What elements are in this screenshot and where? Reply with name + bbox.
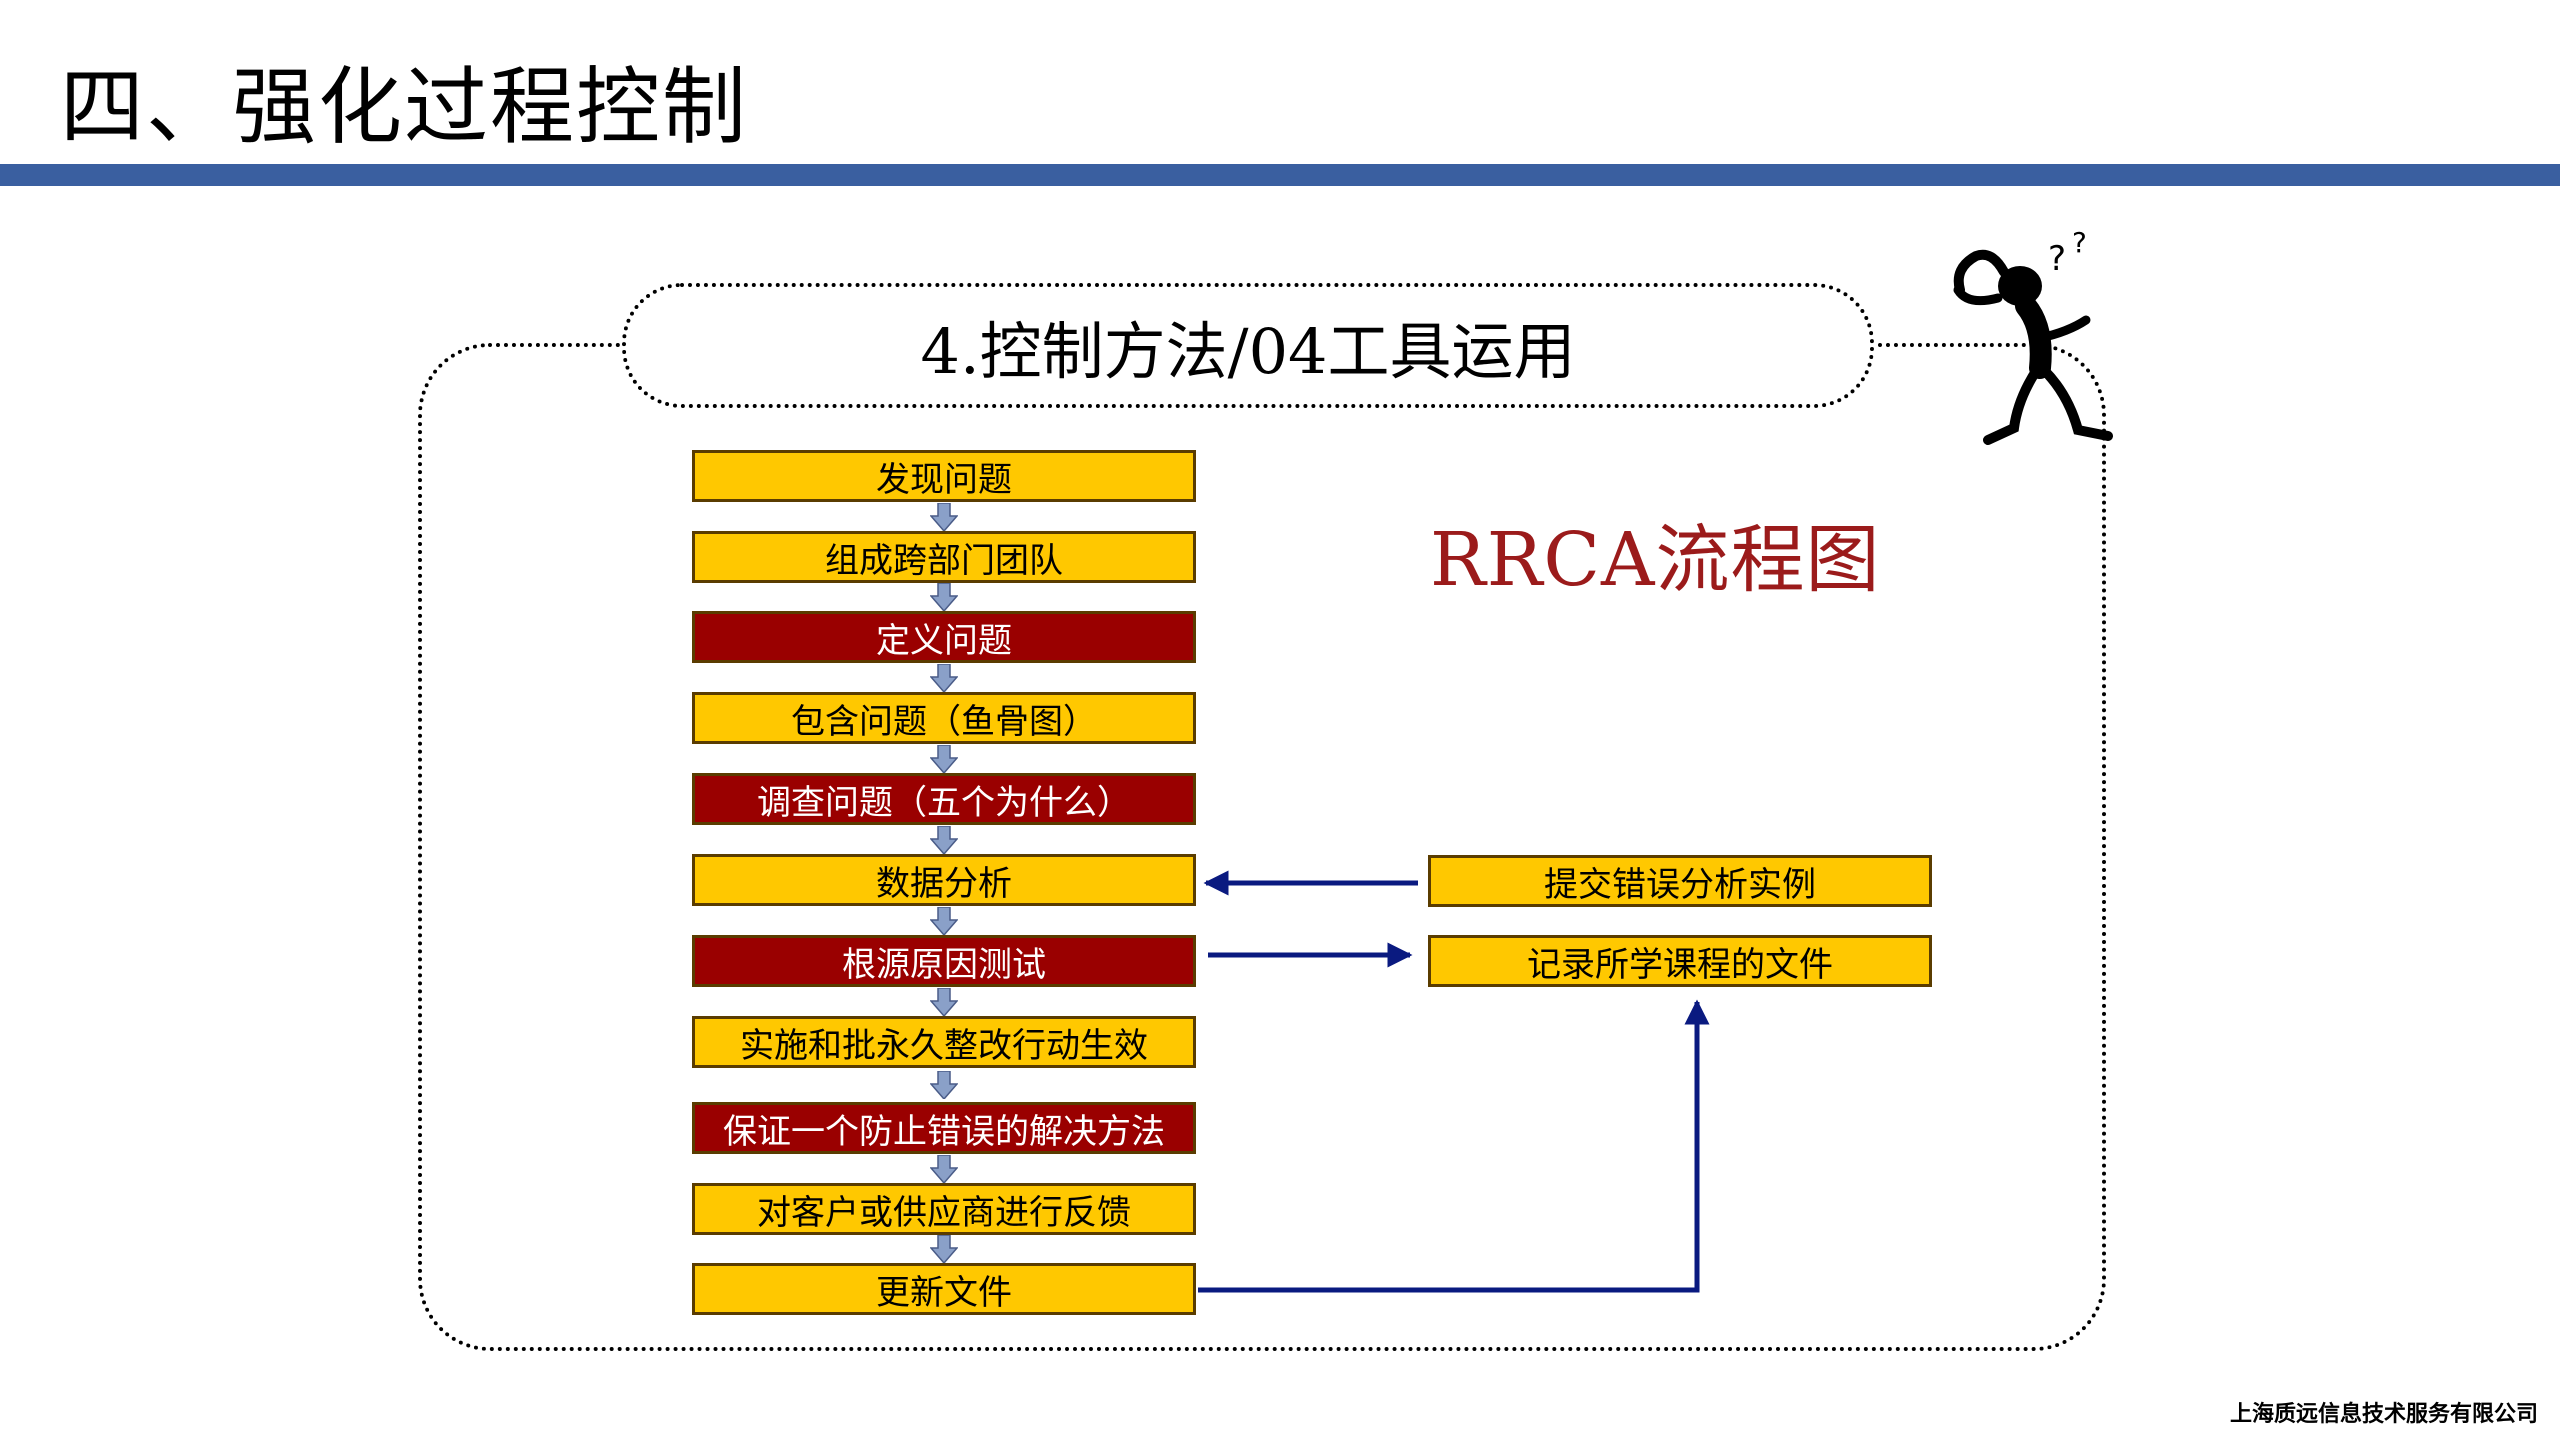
flow-step-8: 实施和批永久整改行动生效 [692, 1016, 1196, 1068]
down-arrow-icon [930, 502, 958, 531]
title-divider-bar [0, 164, 2560, 186]
flow-step-9: 保证一个防止错误的解决方法 [692, 1102, 1196, 1154]
section-title: 4.控制方法/04工具运用 [920, 314, 1576, 388]
down-arrow-icon [930, 987, 958, 1016]
flow-step-11: 更新文件 [692, 1263, 1196, 1315]
flow-step-6: 数据分析 [692, 854, 1196, 906]
section-header-box: 4.控制方法/04工具运用 [622, 283, 1874, 408]
down-arrow-icon [930, 906, 958, 935]
down-arrow-icon [930, 825, 958, 854]
down-arrow-icon [930, 663, 958, 692]
down-arrow-icon [930, 1071, 958, 1099]
flow-step-3: 定义问题 [692, 611, 1196, 663]
down-arrow-icon [930, 1235, 958, 1263]
flow-step-10: 对客户或供应商进行反馈 [692, 1183, 1196, 1235]
flow-step-2: 组成跨部门团队 [692, 531, 1196, 583]
side-box-1: 提交错误分析实例 [1428, 855, 1932, 907]
flow-step-5: 调查问题（五个为什么） [692, 773, 1196, 825]
flow-step-7: 根源原因测试 [692, 935, 1196, 987]
svg-text:?: ? [2072, 228, 2087, 259]
flow-step-1: 发现问题 [692, 450, 1196, 502]
down-arrow-icon [930, 583, 958, 611]
down-arrow-icon [930, 1154, 958, 1183]
flow-step-4: 包含问题（鱼骨图） [692, 692, 1196, 744]
diagram-frame [418, 343, 2106, 1351]
thinking-figure-icon: ? ? [1953, 228, 2113, 445]
side-box-2: 记录所学课程的文件 [1428, 935, 1932, 987]
svg-text:?: ? [2048, 239, 2066, 279]
page-title: 四、强化过程控制 [60, 58, 749, 156]
down-arrow-icon [930, 744, 958, 773]
flow-chart-label: RRCA流程图 [1430, 517, 1881, 603]
footer-company: 上海质远信息技术服务有限公司 [2229, 1401, 2538, 1427]
